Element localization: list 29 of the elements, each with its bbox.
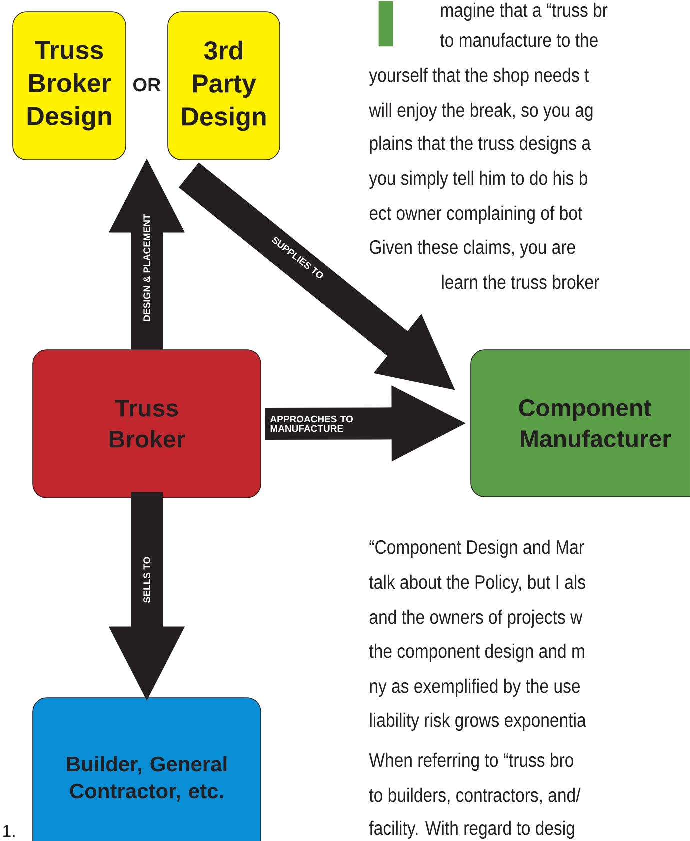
body-text-line: plains that the truss designs a xyxy=(370,136,592,154)
body-text-line: ny as exemplified by the use xyxy=(370,678,580,698)
body-text-line: yourself that the shop needs t xyxy=(369,68,590,86)
body-text-line: “Component Design and Mar xyxy=(370,540,584,558)
body-text-line: to builders, contractors, and/ xyxy=(369,788,581,804)
body-text-line: talk about the Policy, but I als xyxy=(369,574,586,594)
broker-box: Truss Broker xyxy=(32,350,262,498)
design-box: Truss Broker Design xyxy=(12,12,126,160)
body-text-line: will enjoy the break, so you ag xyxy=(369,102,593,122)
body-text-line: ect owner complaining of bot xyxy=(370,206,582,224)
edge-label: APPROACHES TO MANUFACTURE xyxy=(270,416,354,432)
body-text-line: the component design and m xyxy=(369,644,584,662)
body-text-line: Given these claims, you are xyxy=(370,240,576,258)
edge-label: DESIGN & PLACEMENT xyxy=(144,214,150,322)
or-label: OR xyxy=(134,78,161,92)
body-text-line: magine that a “truss br xyxy=(441,2,608,22)
builder-box: Builder, General Contractor, etc. xyxy=(32,698,262,841)
body-text-line: you simply tell him to do his b xyxy=(369,170,588,190)
body-text-line: When referring to “truss bro xyxy=(369,752,574,772)
edge-label: SELLS TO xyxy=(144,557,150,603)
design-box: 3rd Party Design xyxy=(168,12,280,160)
body-text-line: to manufacture to the xyxy=(440,32,598,48)
body-text-line: learn the truss broker xyxy=(442,274,600,290)
body-text-line: and the owners of projects w xyxy=(370,610,583,628)
body-text-line: facility. With regard to desig xyxy=(369,820,574,840)
drop-cap: I xyxy=(378,1,394,47)
list-number: 1. xyxy=(4,825,15,837)
manufacturer-box: Component Manufacturer xyxy=(470,350,690,498)
body-text-line: liability risk grows exponentia xyxy=(370,712,586,732)
